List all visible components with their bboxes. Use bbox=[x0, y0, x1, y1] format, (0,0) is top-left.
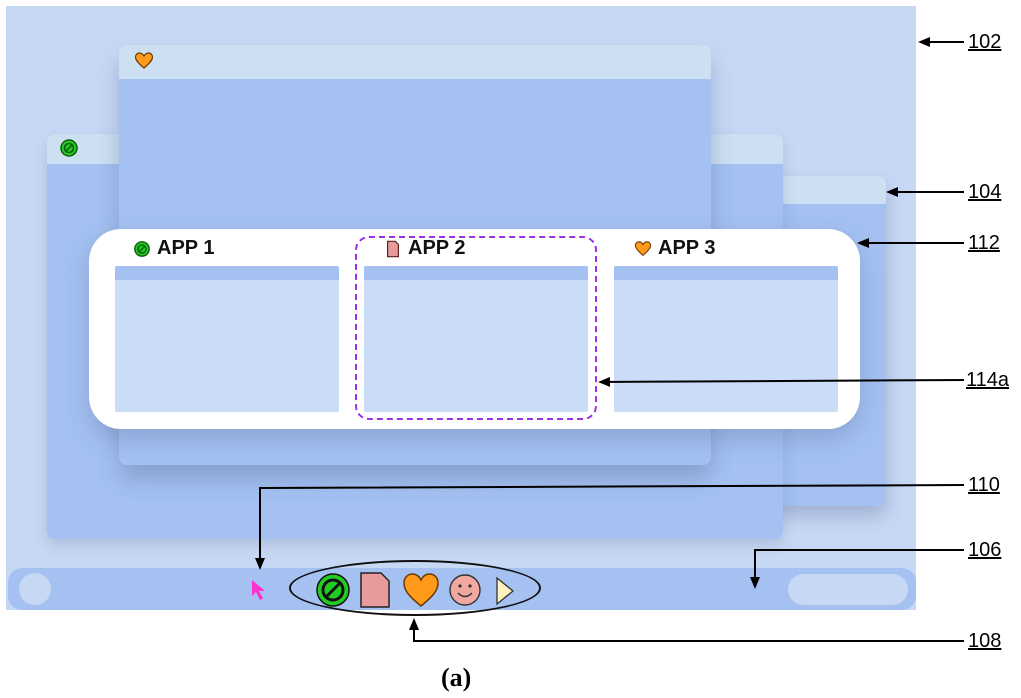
orange-heart-icon bbox=[134, 52, 154, 69]
mouse-cursor-icon bbox=[252, 580, 265, 600]
start-button[interactable] bbox=[19, 573, 51, 605]
ref-label-112: 112 bbox=[968, 232, 1000, 254]
app-2-thumbnail[interactable] bbox=[364, 266, 588, 412]
ref-label-114a: 114a bbox=[966, 369, 1010, 391]
focused-tile-outline bbox=[355, 236, 597, 420]
app-1-label: APP 1 bbox=[133, 237, 214, 260]
app-1-thumbnail[interactable] bbox=[115, 266, 339, 412]
ref-label-106: 106 bbox=[968, 539, 1002, 561]
figure-caption: (a) bbox=[441, 663, 472, 692]
app-2-label: APP 2 bbox=[384, 237, 465, 260]
app-label-text: APP 3 bbox=[658, 237, 716, 259]
window-titlebar[interactable] bbox=[119, 45, 711, 79]
orange-heart-icon bbox=[634, 240, 652, 256]
play-triangle-icon[interactable] bbox=[495, 576, 515, 606]
green-no-symbol-icon bbox=[134, 240, 150, 257]
ref-label-102: 102 bbox=[968, 31, 1002, 53]
pink-document-icon[interactable] bbox=[359, 571, 391, 609]
system-tray[interactable] bbox=[788, 574, 908, 605]
ref-label-108: 108 bbox=[968, 630, 1002, 652]
green-no-symbol-icon[interactable] bbox=[315, 572, 351, 608]
ref-label-104: 104 bbox=[968, 181, 1002, 203]
app-label-text: APP 1 bbox=[157, 237, 215, 259]
app-label-text: APP 2 bbox=[408, 237, 466, 259]
app-switcher: APP 1 APP 2 APP 3 bbox=[89, 229, 860, 429]
app-3-thumbnail[interactable] bbox=[614, 266, 838, 412]
app-3-label: APP 3 bbox=[634, 237, 715, 260]
green-no-symbol-icon bbox=[60, 139, 78, 157]
ref-label-110: 110 bbox=[968, 474, 1000, 496]
orange-heart-icon[interactable] bbox=[402, 572, 440, 608]
smiley-face-icon[interactable] bbox=[448, 573, 482, 607]
pink-document-icon bbox=[387, 240, 399, 257]
arrow-108 bbox=[409, 618, 964, 642]
